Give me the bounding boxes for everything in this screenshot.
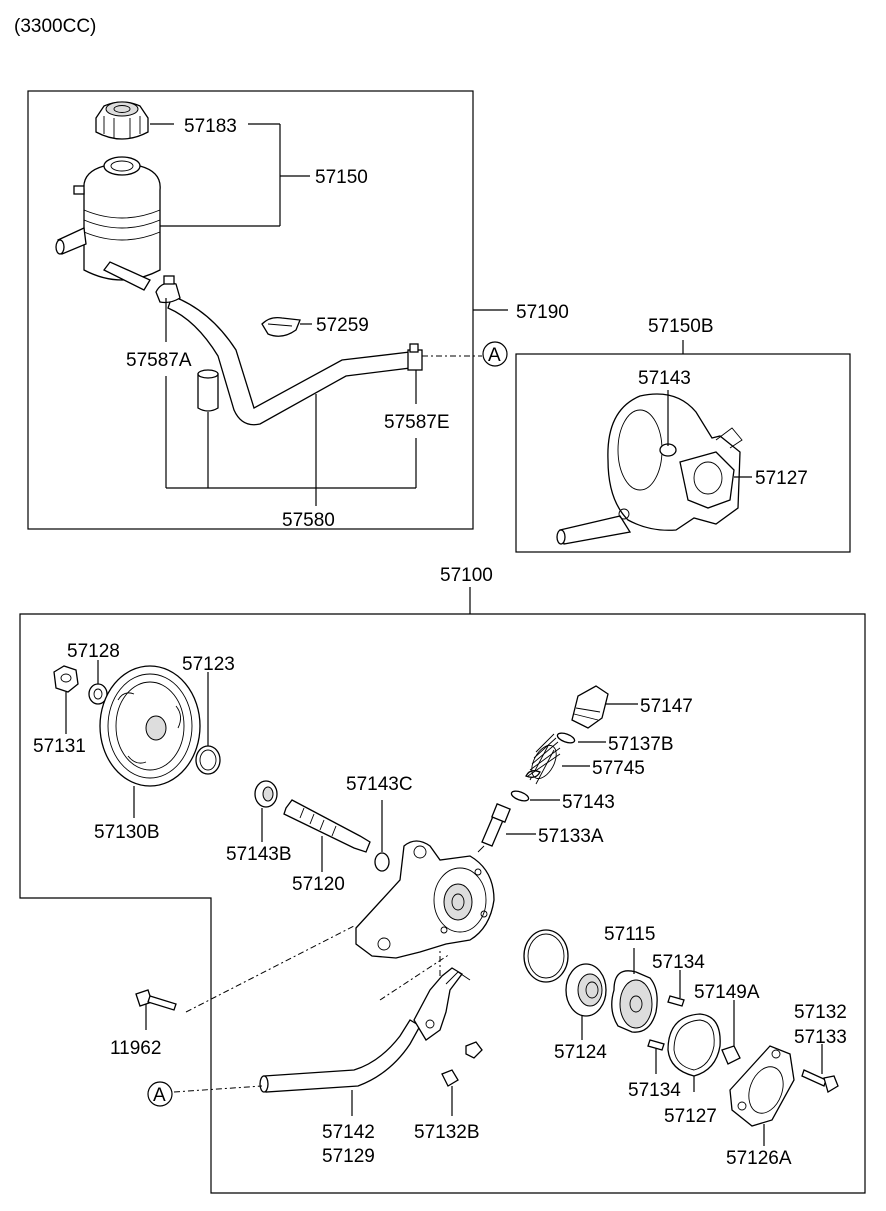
- reference-marker-a-top: [482, 341, 508, 367]
- reservoir-assembly-frame: [27, 90, 474, 530]
- label-57134-upper: 57134: [652, 952, 705, 973]
- label-57129: 57129: [322, 1146, 375, 1167]
- pump-bearing: [565, 963, 607, 1017]
- leader-lines-top: [150, 123, 508, 506]
- reference-marker-a-bottom: [147, 1081, 173, 1107]
- pipe-bracket: [413, 967, 471, 1041]
- label-57130B: 57130B: [94, 822, 160, 843]
- valve-spring: [525, 733, 561, 785]
- label-57580: 57580: [282, 510, 335, 531]
- label-57147: 57147: [640, 696, 693, 717]
- valve-plug: [571, 685, 609, 729]
- shaft-o-ring: [374, 852, 390, 872]
- hose-clamp-right: [407, 343, 423, 371]
- label-57190: 57190: [516, 302, 569, 323]
- label-57150: 57150: [315, 167, 368, 188]
- hose-sleeve: [197, 369, 219, 412]
- label-57137B: 57137B: [608, 734, 674, 755]
- cover-gasket: [667, 1013, 721, 1077]
- label-57143B: 57143B: [226, 844, 292, 865]
- pulley-nut: [53, 665, 79, 693]
- label-57587E: 57587E: [384, 412, 450, 433]
- bracket-nut: [465, 1041, 483, 1059]
- pump-subassembly: [556, 393, 743, 545]
- label-57131: 57131: [33, 736, 86, 757]
- bushing: [721, 1045, 741, 1065]
- reference-marker-a-top-label: A: [488, 345, 501, 366]
- reservoir-tank: [55, 156, 161, 291]
- label-57127-bottom: 57127: [664, 1106, 717, 1127]
- housing-o-ring: [523, 929, 569, 983]
- label-57143-mid: 57143: [562, 792, 615, 813]
- label-57587A: 57587A: [126, 350, 192, 371]
- pump-body: [355, 840, 495, 959]
- oil-seal: [254, 780, 278, 808]
- dowel-pin-upper: [667, 995, 685, 1007]
- label-57132B: 57132B: [414, 1122, 480, 1143]
- label-57100: 57100: [440, 565, 493, 586]
- label-57142: 57142: [322, 1122, 375, 1143]
- pump-assembly-frame: [19, 613, 866, 1194]
- reservoir-cap: [95, 101, 149, 140]
- label-57124: 57124: [554, 1042, 607, 1063]
- label-57115: 57115: [604, 924, 655, 945]
- mounting-bolt: [135, 989, 177, 1011]
- flow-control-valve: [477, 803, 511, 853]
- label-57127-top: 57127: [755, 468, 808, 489]
- valve-o-ring: [510, 790, 530, 802]
- label-57120: 57120: [292, 874, 345, 895]
- label-57126A: 57126A: [726, 1148, 792, 1169]
- label-57183: 57183: [184, 116, 237, 137]
- dowel-pin-lower: [647, 1039, 665, 1051]
- bracket-bolt: [441, 1069, 459, 1087]
- label-57134-lower: 57134: [628, 1080, 681, 1101]
- reference-marker-a-bottom-label: A: [153, 1085, 166, 1106]
- label-57259: 57259: [316, 315, 369, 336]
- label-57149A: 57149A: [694, 982, 760, 1003]
- label-57143C: 57143C: [346, 774, 413, 795]
- label-57132: 57132: [794, 1002, 847, 1023]
- hose-clip: [261, 316, 301, 337]
- label-57143-top: 57143: [638, 368, 691, 389]
- cover-bolt: [801, 1069, 839, 1093]
- label-57133A: 57133A: [538, 826, 604, 847]
- pressure-pipe: [259, 1019, 421, 1093]
- pump-pulley: [99, 665, 201, 787]
- rear-cover: [729, 1045, 795, 1127]
- label-57128: 57128: [67, 641, 120, 662]
- return-hose: [155, 275, 423, 426]
- label-57150B: 57150B: [648, 316, 714, 337]
- engine-spec: (3300CC): [14, 16, 96, 37]
- label-57745: 57745: [592, 758, 645, 779]
- hose-clamp-left: [155, 275, 181, 304]
- plug-o-ring: [556, 732, 576, 744]
- label-57123: 57123: [182, 654, 235, 675]
- pump-shaft: [283, 799, 371, 853]
- label-11962: 11962: [110, 1038, 161, 1059]
- pump-rotor: [611, 970, 658, 1033]
- label-57133: 57133: [794, 1027, 847, 1048]
- snap-ring: [195, 745, 221, 775]
